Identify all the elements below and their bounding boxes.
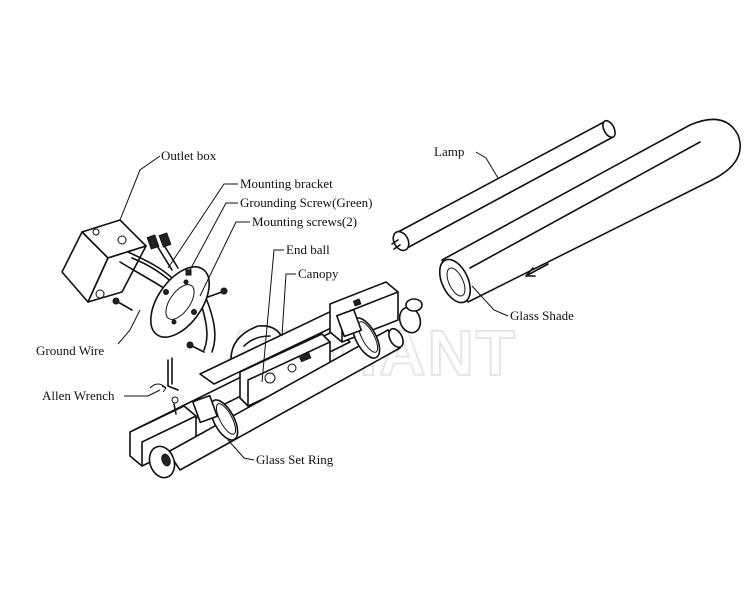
label-grounding-screw: Grounding Screw(Green) [240,195,372,210]
leader-lines [117,151,509,461]
glass-shade [438,118,741,304]
label-mounting-bracket: Mounting bracket [240,176,333,191]
end-balls [148,298,423,479]
outlet-box [61,219,147,303]
label-ground-wire: Ground Wire [36,343,104,358]
label-glass-shade: Glass Shade [510,308,574,323]
glass-set-rings [191,308,381,441]
mounting-bracket [150,266,210,338]
label-canopy: Canopy [298,266,339,281]
label-glass-set-ring: Glass Set Ring [256,452,334,467]
label-end-ball: End ball [286,242,330,257]
label-mounting-screws: Mounting screws(2) [252,214,357,229]
label-allen-wrench: Allen Wrench [42,388,115,403]
lamp-tube [391,119,616,252]
label-lamp: Lamp [434,144,464,159]
label-outlet-box: Outlet box [161,148,217,163]
allen-wrench [149,357,179,415]
